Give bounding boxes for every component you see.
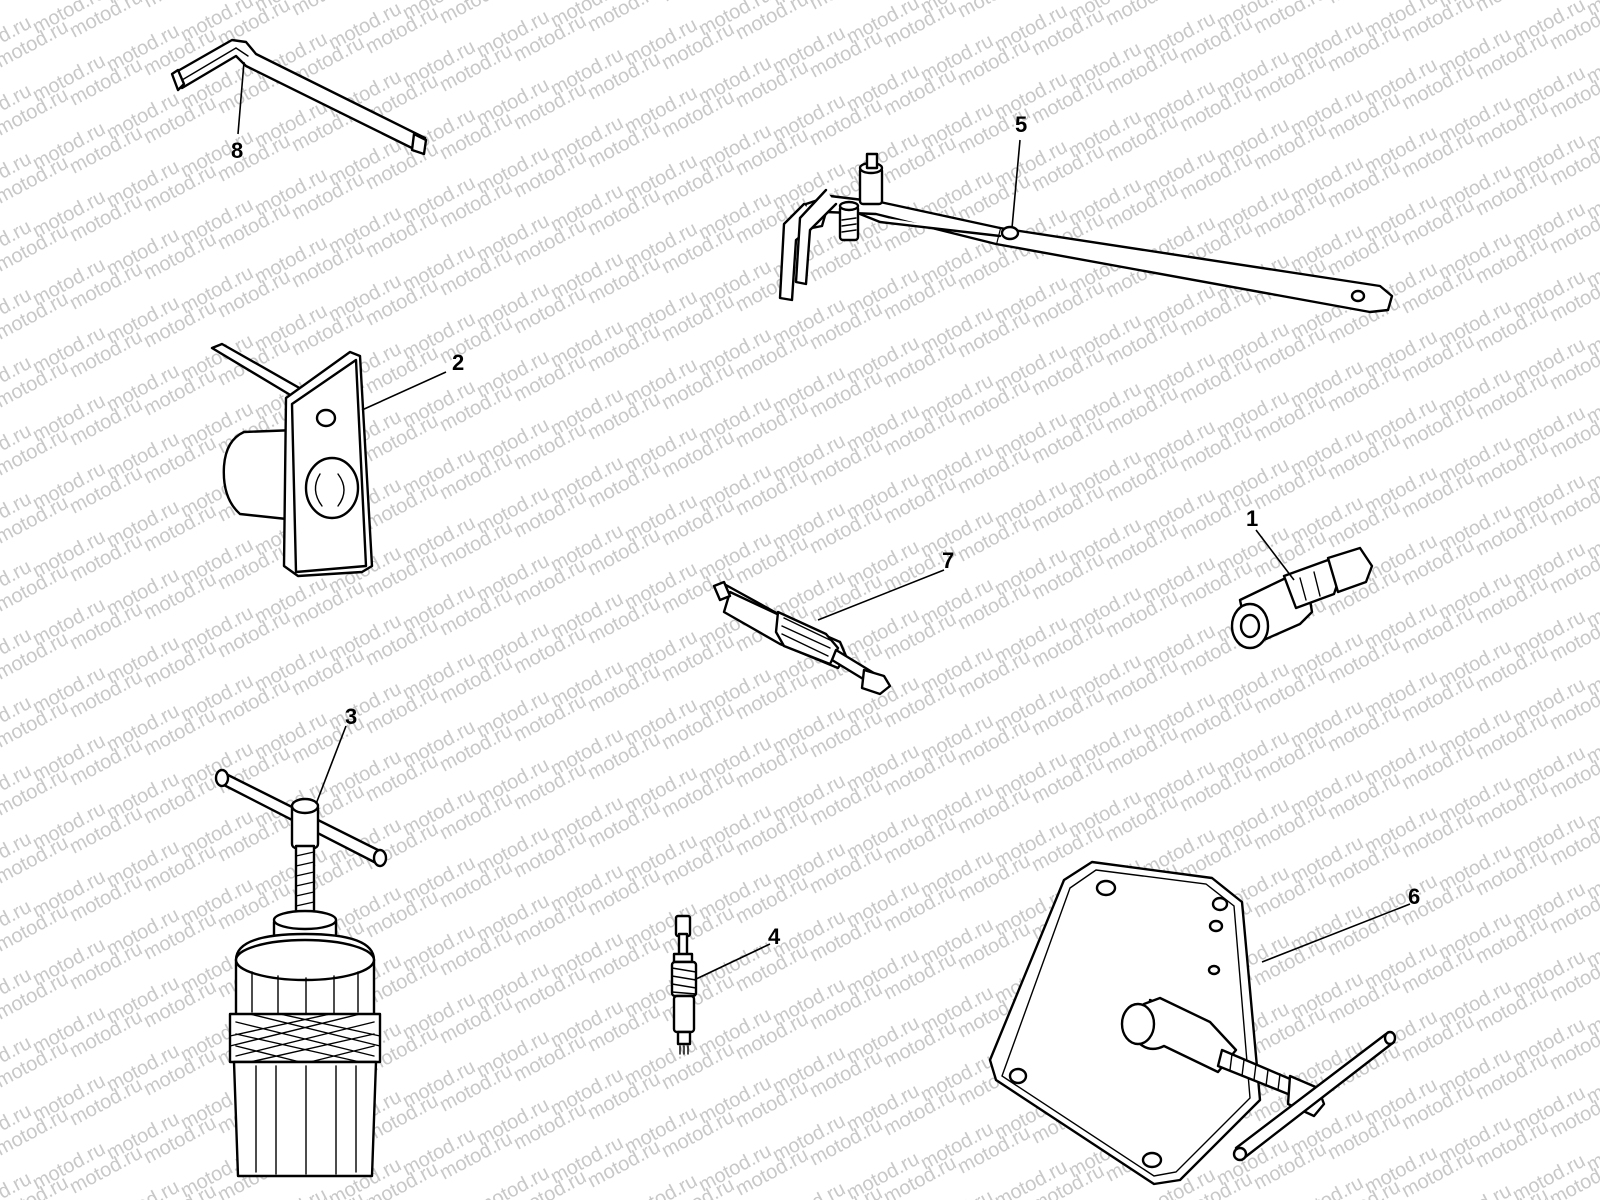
watermark-text: motod.ru [251, 1184, 331, 1200]
plate-puller-tool [988, 860, 1397, 1186]
leader-8 [237, 61, 245, 135]
leader-5 [1011, 139, 1021, 229]
watermark-text: motod.ru [288, 0, 368, 20]
watermark-text: motod.ru [1102, 0, 1182, 30]
leader-7 [817, 569, 945, 621]
callout-1: 1 [1246, 506, 1258, 531]
callout-7: 7 [942, 548, 954, 573]
leader-3 [315, 725, 347, 805]
leader-4 [693, 943, 771, 981]
locking-bar-tool [778, 152, 1394, 314]
threaded-plug-tool [670, 914, 698, 1055]
t-handle-puller-tool [214, 768, 388, 1178]
hex-key-tool [170, 38, 428, 156]
watermark-text: motod.ru [103, 1176, 183, 1200]
callout-5: 5 [1015, 112, 1027, 137]
leader-2 [361, 371, 447, 411]
watermark-text: motod.ru [769, 1178, 849, 1200]
plate-holder-tool [210, 342, 374, 578]
callout-4: 4 [768, 924, 781, 949]
watermark-text: motod.ru [436, 0, 516, 28]
leader-6 [1261, 903, 1411, 963]
callout-8: 8 [231, 138, 243, 163]
leader-1 [1255, 529, 1295, 581]
watermark-text: motod.ru [954, 0, 1034, 22]
small-puller-tool [712, 580, 892, 696]
watermark-text: motod.ru [917, 1186, 997, 1200]
callout-6: 6 [1408, 884, 1420, 909]
watermark-text: motod.ru [1435, 1180, 1515, 1200]
callout-3: 3 [345, 704, 357, 729]
callout-2: 2 [452, 350, 464, 375]
